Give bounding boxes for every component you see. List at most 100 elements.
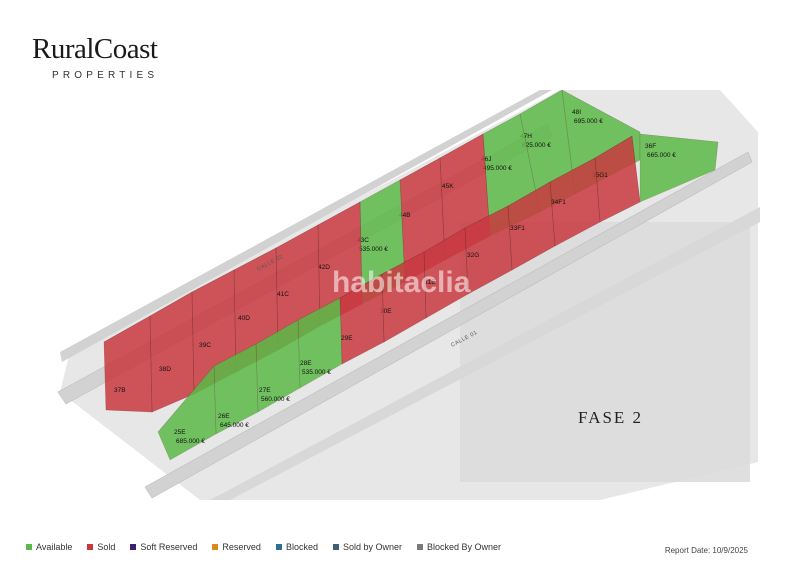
plot-shape[interactable]: [255, 319, 301, 413]
plot-outline: [317, 201, 363, 305]
plot-37b[interactable]: 37B: [103, 315, 153, 413]
plot-outline: [482, 113, 541, 213]
legend-swatch: [417, 544, 424, 550]
plot-id-label: 25E: [174, 429, 186, 436]
brand-tagline: PROPERTIES: [52, 70, 159, 81]
legend-item: Blocked: [275, 542, 318, 552]
plot-id-label: 43C: [357, 237, 369, 244]
legend-label: Available: [36, 542, 73, 552]
plot-outline: [103, 315, 153, 413]
plot-outline: [233, 247, 279, 351]
plot-price-label: 685.000 €: [176, 438, 205, 445]
plot-id-label: 36F: [645, 143, 656, 150]
plot-id-label: 29E: [341, 335, 353, 342]
plot-36f[interactable]: 36F 665.000 €: [639, 133, 719, 203]
plot-shape[interactable]: [639, 133, 719, 203]
plot-id-label: 46J: [481, 156, 491, 163]
plot-27e[interactable]: 27E 560.000 €: [255, 319, 301, 413]
plot-id-label: 27E: [259, 387, 271, 394]
plot-price-label: 665.000 €: [647, 152, 676, 159]
plot-outline: [359, 179, 406, 283]
plot-outline: [213, 343, 259, 413]
legend-label: Blocked: [285, 542, 318, 552]
plot-outline: [507, 181, 556, 247]
legend-swatch: [275, 544, 282, 550]
plot-id-label: 48I: [572, 109, 581, 116]
report-date: Report Date: 10/9/2025: [664, 546, 748, 555]
plot-price-label: 695.000 €: [574, 118, 603, 125]
legend-label: Sold: [97, 542, 116, 552]
plot-shape[interactable]: [103, 315, 153, 413]
plot-outline: [594, 135, 641, 203]
legend-swatch: [212, 544, 219, 550]
street-bottom: [210, 207, 760, 500]
plot-shape[interactable]: [339, 273, 385, 365]
plot-outline: [639, 133, 719, 171]
plot-shape[interactable]: [297, 297, 343, 389]
plot-id-label: 44B: [399, 212, 411, 219]
street-top: [60, 90, 552, 362]
plot-outline: [519, 89, 576, 195]
legend-item: Blocked By Owner: [417, 542, 501, 552]
plot-30e[interactable]: 30E: [380, 251, 427, 343]
brand-logo: RuralCoast PROPERTIES: [32, 34, 158, 81]
plot-shape[interactable]: [423, 227, 469, 319]
plot-34f1[interactable]: 34F1: [549, 157, 601, 247]
plot-outline: [255, 319, 301, 389]
plot-31e[interactable]: 31E: [423, 227, 469, 319]
plot-outline: [399, 157, 446, 261]
plot-id-label: 37B: [114, 387, 126, 394]
legend-item: Sold by Owner: [332, 542, 403, 552]
plot-price-label: 495.000 €: [483, 165, 512, 172]
legend-label: Sold by Owner: [342, 542, 403, 552]
plot-outline: [381, 251, 427, 319]
plot-id-label: 40D: [238, 315, 250, 322]
plot-id-label: 30E: [380, 308, 392, 315]
plot-shape[interactable]: [157, 365, 217, 461]
plot-price-label: 645.000 €: [220, 422, 249, 429]
plot-id-label: 28E: [300, 360, 312, 367]
plot-29e[interactable]: 29E: [339, 273, 385, 365]
watermark: habitaclia: [332, 266, 471, 299]
plot-price-label: 535.000 €: [302, 369, 331, 376]
legend-item: Available: [26, 542, 72, 552]
legend-swatch: [130, 544, 137, 550]
plot-outline: [157, 365, 217, 435]
plot-id-label: 26E: [218, 413, 230, 420]
plot-shape[interactable]: [381, 251, 427, 343]
legend-swatch: [26, 544, 32, 550]
plot-price-label: 535.000 €: [359, 246, 388, 253]
plot-price-label: 625.000 €: [522, 142, 551, 149]
plot-28e[interactable]: 28E 535.000 €: [297, 297, 343, 389]
plot-outline: [439, 133, 491, 237]
legend-item: Sold: [87, 542, 115, 552]
plot-id-label: 42D: [318, 264, 330, 271]
plot-id-label: 33F1: [510, 225, 525, 232]
plot-id-label: 39C: [199, 342, 211, 349]
legend-swatch: [332, 544, 339, 550]
plot-outline: [297, 297, 343, 365]
plot-id-label: 41C: [277, 291, 289, 298]
plot-26e[interactable]: 26E 645.000 €: [213, 343, 259, 435]
plot-outline: [149, 291, 195, 395]
plot-outline: [549, 157, 601, 223]
street-calle-01: [144, 151, 753, 499]
plot-id-label: 32G: [467, 252, 479, 259]
legend-swatch: [87, 544, 94, 550]
legend-label: Soft Reserved: [140, 542, 198, 552]
brand-name: RuralCoast: [32, 33, 158, 65]
plot-id-label: 31E: [424, 279, 436, 286]
legend-item: Soft Reserved: [130, 542, 197, 552]
plot-outline: [464, 205, 513, 271]
plot-id-label: 35G1: [592, 172, 608, 179]
plot-outline: [275, 224, 321, 327]
legend-item: Reserved: [212, 542, 261, 552]
plot-price-label: 560.000 €: [261, 396, 290, 403]
plot-25e[interactable]: 25E 685.000 €: [157, 365, 217, 461]
plot-id-label: 45K: [442, 183, 454, 190]
legend-label: Reserved: [222, 542, 261, 552]
plot-id-label: 34F1: [551, 199, 566, 206]
